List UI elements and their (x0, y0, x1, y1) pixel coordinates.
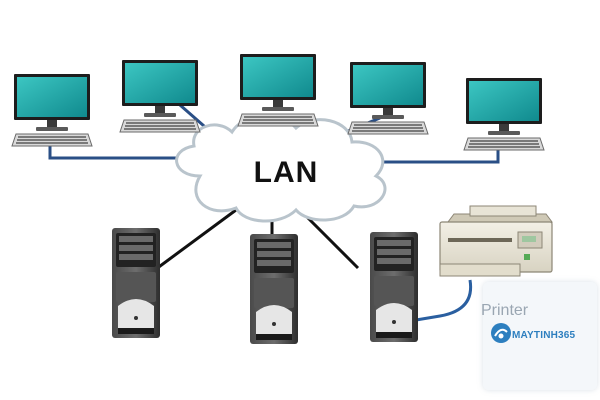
lan-label: LAN (254, 156, 319, 189)
link-server-1 (151, 208, 237, 274)
watermark-caption: Printer (481, 302, 529, 319)
watermark-logo-icon (491, 323, 511, 343)
server-1-icon (112, 228, 160, 338)
printer-icon (439, 205, 553, 277)
server-2-icon (250, 234, 298, 344)
computer-4-icon (347, 61, 429, 135)
computer-1-icon (11, 73, 93, 147)
link-pc-1 (48, 142, 176, 160)
computer-2-icon (119, 59, 201, 133)
computer-5-icon (463, 77, 545, 151)
lan-cloud: LAN (175, 114, 387, 223)
server-3-icon (370, 232, 418, 342)
link-printer (415, 279, 473, 322)
computer-3-icon (237, 53, 319, 127)
watermark-brand: MAYTINH365 (512, 330, 576, 341)
